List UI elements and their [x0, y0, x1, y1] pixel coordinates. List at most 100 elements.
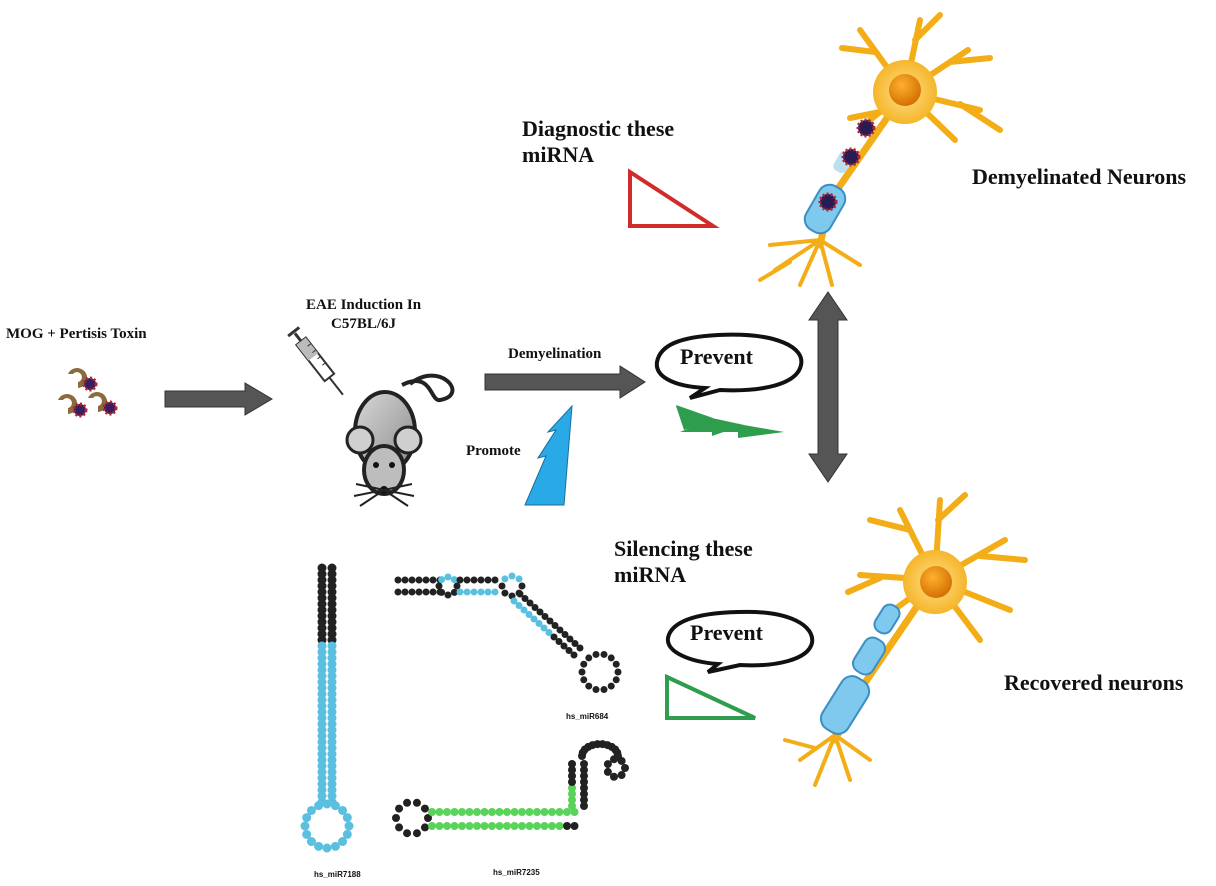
nucleotide-bead [526, 599, 534, 607]
nucleotide-bead [540, 822, 549, 830]
nucleotide-bead [503, 822, 511, 830]
nucleotide-bead [545, 629, 553, 636]
nucleotide-bead [300, 821, 310, 831]
recovered-neuron-icon [783, 492, 1028, 787]
nucleotide-bead [470, 576, 478, 584]
nucleotide-bead [501, 575, 509, 583]
prevent-label-bottom: Prevent [690, 620, 763, 645]
nucleotide-bead [510, 808, 519, 816]
nucleotide-bead [450, 808, 459, 816]
nucleotide-bead [403, 798, 412, 807]
nucleotide-bead [580, 766, 588, 774]
nucleotide-bead [435, 808, 444, 816]
nucleotide-bead [614, 668, 622, 676]
silencing-triangle-icon [665, 673, 756, 720]
nucleotide-bead [530, 615, 538, 623]
nucleotide-bead [568, 766, 576, 774]
mir7235-label: hs_miR7235 [493, 868, 540, 877]
nucleotide-bead [401, 588, 409, 596]
nucleotide-bead [525, 822, 534, 830]
nucleotide-bead [555, 638, 563, 645]
nucleotide-bead [568, 784, 576, 792]
rna-structure-mir684 [394, 572, 622, 694]
demyelinated-neuron-icon [758, 12, 1003, 287]
nucleotide-bead [338, 805, 348, 815]
nucleotide-bead [580, 796, 588, 804]
nucleotide-bead [578, 668, 586, 676]
nucleotide-bead [580, 676, 588, 684]
nucleotide-bead [563, 822, 571, 830]
nucleotide-bead [401, 576, 409, 584]
nucleotide-bead [568, 760, 576, 768]
nucleotide-bead [408, 576, 416, 584]
nucleotide-bead [453, 582, 461, 590]
nucleotide-bead [568, 802, 576, 810]
nucleotide-bead [338, 837, 348, 847]
nucleotide-bead [458, 808, 466, 816]
nucleotide-bead [444, 591, 452, 599]
nucleotide-bead [533, 822, 541, 830]
nucleotide-bead [515, 575, 523, 583]
nucleotide-bead [480, 822, 489, 830]
prevent-bubble-top [654, 332, 804, 400]
nucleotide-bead [585, 682, 593, 690]
nucleotide-bead [533, 808, 541, 816]
nucleotide-bead [473, 822, 481, 830]
nucleotide-bead [546, 617, 554, 625]
nucleotide-bead [550, 633, 558, 641]
nucleotide-bead [535, 620, 543, 627]
nucleotide-bead [580, 784, 588, 792]
nucleotide-bead [600, 650, 608, 658]
nucleotide-bead [580, 760, 588, 768]
nucleotide-bead [515, 602, 523, 609]
nucleotide-bead [551, 622, 559, 629]
nucleotide-bead [495, 808, 504, 816]
nucleotide-bead [435, 582, 443, 590]
nucleotide-bead [570, 822, 579, 830]
nucleotide-bead [498, 582, 506, 590]
nucleotide-bead [568, 796, 576, 804]
eae-label: EAE Induction In C57BL/6J [306, 297, 422, 332]
rna-structure-mir7188 [300, 563, 354, 853]
nucleotide-bead [580, 772, 588, 780]
nucleotide-bead [576, 644, 584, 652]
nucleotide-bead [548, 822, 556, 830]
nucleotide-bead [571, 640, 579, 647]
nucleotide-bead [540, 624, 548, 632]
nucleotide-bead [429, 576, 437, 584]
nucleotide-bead [322, 799, 332, 809]
syringe-icon [287, 326, 344, 396]
nucleotide-bead [603, 767, 612, 776]
nucleotide-bead [314, 841, 324, 851]
nucleotide-bead [568, 772, 576, 780]
nucleotide-bead [536, 608, 544, 616]
nucleotide-bead [330, 801, 340, 811]
nucleotide-bead [480, 808, 489, 816]
nucleotide-bead [429, 588, 437, 596]
nucleotide-bead [609, 772, 618, 781]
silencing-label: Silencing these miRNA [614, 536, 753, 587]
nucleotide-bead [415, 576, 423, 584]
nucleotide-bead [570, 651, 578, 659]
nucleotide-bead [600, 686, 608, 694]
nucleotide-bead [484, 576, 492, 584]
nucleotide-bead [621, 764, 629, 772]
nucleotide-bead [302, 813, 312, 823]
nucleotide-bead [566, 635, 574, 643]
nucleotide-bead [607, 682, 615, 690]
nucleotide-bead [495, 822, 504, 830]
nucleotide-bead [342, 813, 352, 823]
nucleotide-bead [541, 613, 549, 620]
nucleotide-bead [518, 822, 526, 830]
arrow-demyelination [484, 365, 646, 399]
nucleotide-bead [428, 822, 436, 830]
nucleotide-bead [585, 654, 593, 662]
mouse-icon [345, 373, 455, 507]
nucleotide-bead [555, 822, 564, 830]
nucleotide-bead [580, 790, 588, 798]
nucleotide-bead [444, 573, 452, 581]
nucleotide-bead [609, 755, 618, 764]
nucleotide-bead [424, 814, 432, 822]
nucleotide-bead [580, 660, 588, 668]
prevent-label-top: Prevent [680, 344, 753, 369]
